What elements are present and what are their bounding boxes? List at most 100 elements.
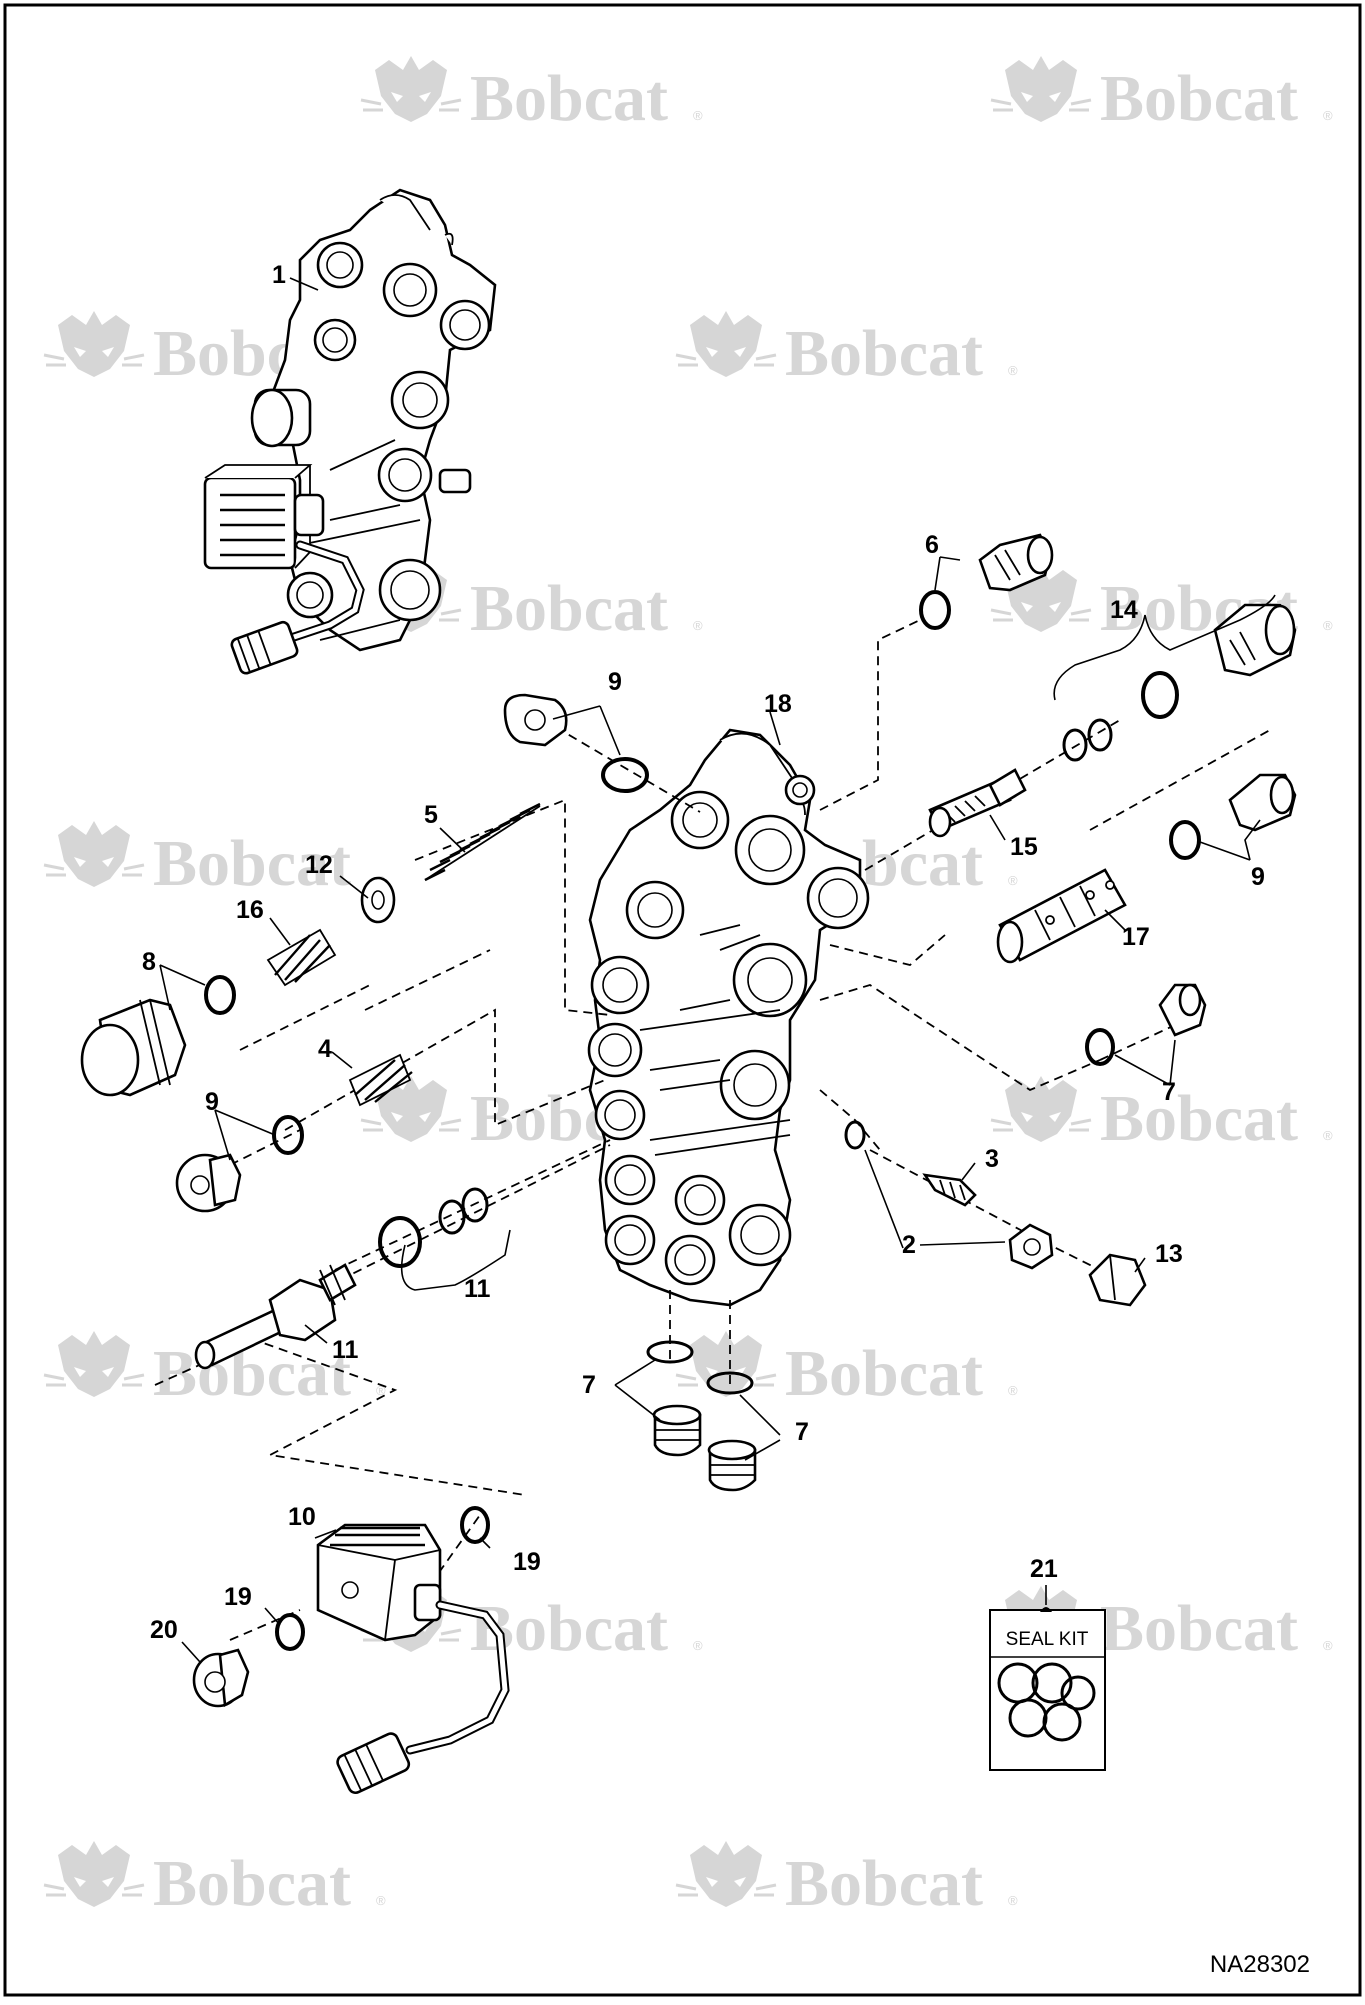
seal-kit-21: 21 SEAL KIT (989, 1555, 1106, 1771)
callout-16: 16 (236, 896, 264, 924)
watermark-text: Bobcat (1100, 1082, 1298, 1155)
bobcat-watermark: Bobcat ® (989, 1074, 1333, 1155)
plug-7-right (1158, 983, 1207, 1037)
callout-7-bottom: 7 (795, 1418, 809, 1446)
watermark-registered-mark: ® (1323, 1638, 1333, 1653)
solenoid-coil-10 (316, 1523, 510, 1795)
spring-16 (266, 928, 337, 987)
callout-10: 10 (288, 1503, 316, 1531)
o-ring-14c (1062, 728, 1088, 762)
bobcat-logo-icon (989, 54, 1093, 124)
callout-12: 12 (305, 851, 333, 879)
o-ring-icon (997, 1662, 1096, 1742)
callout-17: 17 (1122, 923, 1150, 951)
watermark-registered-mark: ® (693, 1638, 703, 1653)
callout-21: 21 (1030, 1555, 1058, 1583)
bobcat-watermark: Bobcat® (674, 1329, 1018, 1410)
callout-7-left: 7 (582, 1371, 596, 1399)
watermark-registered-mark: ® (1008, 873, 1018, 888)
bobcat-watermark: Bobcat ® (989, 54, 1333, 135)
watermark-layer: Bobcat ® Bobcat ® Bobcat ® Bobcat ® Bobcat ® Bobca… (42, 54, 1333, 1920)
seal-kit-icon (989, 1609, 1106, 1771)
washer-12-hole (371, 890, 385, 910)
watermark-registered-mark: ® (693, 618, 703, 633)
bobcat-watermark: Bobcat® (359, 564, 703, 645)
spool-17 (996, 868, 1127, 964)
plug-7b (707, 1439, 757, 1492)
callout-9-top: 9 (608, 668, 622, 696)
watermark-text: Bobcat (153, 1337, 351, 1410)
watermark-text: Bobcat (1100, 62, 1298, 135)
callout-14: 14 (1110, 596, 1138, 624)
bobcat-logo-icon (674, 1329, 778, 1399)
bobcat-logo-icon (674, 1839, 778, 1909)
watermark-registered-mark: ® (1008, 363, 1018, 378)
plug-9-left (175, 1153, 242, 1213)
watermark-registered-mark: ® (376, 1893, 386, 1908)
o-ring-6 (919, 590, 951, 630)
plug-9-top (503, 693, 568, 747)
valve-assembly-1 (203, 188, 497, 675)
callout-labels: 1 2 3 4 5 6 7 7 7 8 9 9 9 10 11 11 12 13… (142, 261, 1265, 1644)
valve-body-18 (587, 728, 870, 1307)
drawing-number: NA28302 (1210, 1951, 1310, 1978)
cartridge-11 (194, 1263, 357, 1370)
callout-8: 8 (142, 948, 156, 976)
callout-7-right: 7 (1162, 1078, 1176, 1106)
bobcat-logo-icon (42, 309, 146, 379)
seal-kit-label: SEAL KIT (1006, 1629, 1089, 1650)
o-ring-11c (461, 1187, 489, 1223)
callout-9-left: 9 (205, 1088, 219, 1116)
spool-15 (928, 768, 1027, 838)
bobcat-watermark: Bobcat ® (674, 1839, 1018, 1920)
callout-11-rings: 11 (464, 1275, 491, 1303)
watermark-text: Bobcat (785, 1847, 983, 1920)
watermark-text: Bobcat (153, 1847, 351, 1920)
callout-20: 20 (150, 1616, 178, 1644)
plug-7a (652, 1404, 702, 1457)
bobcat-logo-icon (674, 309, 778, 379)
callout-1: 1 (272, 261, 286, 289)
bobcat-logo-icon (42, 1839, 146, 1909)
knob-8 (80, 998, 187, 1097)
o-ring-19-left (275, 1613, 305, 1651)
watermark-registered-mark: ® (1008, 1383, 1018, 1398)
o-ring-14b (1087, 718, 1113, 752)
o-ring-14a (1141, 671, 1179, 719)
watermark-registered-mark: ® (1323, 618, 1333, 633)
callout-6: 6 (925, 531, 939, 559)
spring-4 (348, 1053, 413, 1107)
bobcat-watermark: Bobcat ® (674, 309, 1018, 390)
bobcat-logo-icon (359, 54, 463, 124)
bobcat-watermark: Bobcat® (359, 54, 703, 135)
o-ring-8 (204, 975, 236, 1015)
watermark-registered-mark: ® (376, 1383, 386, 1398)
watermark-registered-mark: ® (1323, 1128, 1333, 1143)
bobcat-logo-icon (42, 819, 146, 889)
o-ring-11a (378, 1216, 422, 1268)
o-ring-9-top (601, 757, 649, 793)
watermark-registered-mark: ® (1323, 108, 1333, 123)
spring-5 (424, 802, 541, 882)
bobcat-watermark: Bobcat ® (989, 1584, 1333, 1665)
callout-18: 18 (764, 690, 792, 718)
callout-4: 4 (318, 1035, 332, 1063)
o-ring-19-right (460, 1506, 490, 1544)
cap-13 (1088, 1253, 1147, 1307)
watermark-text: Bobcat (785, 317, 983, 390)
callout-19-left: 19 (224, 1583, 252, 1611)
bobcat-watermark: Bobcat ® (42, 1329, 386, 1410)
callout-2: 2 (902, 1231, 916, 1259)
o-ring-7b (706, 1371, 754, 1395)
callout-11-cartridge: 11 (332, 1336, 359, 1364)
needle-3 (922, 1173, 977, 1207)
callout-leaders (159, 277, 1276, 1663)
watermark-registered-mark: ® (1008, 1893, 1018, 1908)
watermark-text: Bobcat (1100, 1592, 1298, 1665)
callout-3: 3 (985, 1145, 999, 1173)
callout-9-right: 9 (1251, 863, 1265, 891)
callout-13: 13 (1155, 1240, 1183, 1268)
o-ring-7a (646, 1340, 694, 1364)
